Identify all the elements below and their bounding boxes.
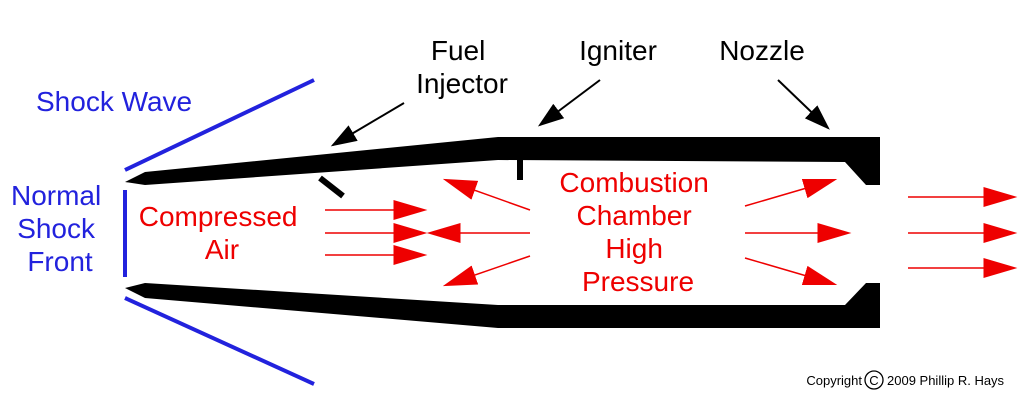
copyright-notice: Copyright C 2009 Phillip R. Hays bbox=[806, 370, 1005, 390]
nozzle-pointer bbox=[777, 79, 830, 130]
engine-body bbox=[125, 137, 880, 328]
combustion-chamber-label: Combustion Chamber High Pressure bbox=[559, 167, 716, 297]
fuel-injector-label: Fuel Injector bbox=[416, 35, 508, 99]
flow-arrows bbox=[325, 178, 1018, 287]
igniter-stub bbox=[517, 160, 523, 180]
fuel-injector-pointer bbox=[330, 102, 405, 147]
fuel-injector-rod bbox=[318, 175, 345, 199]
nozzle-label: Nozzle bbox=[719, 35, 805, 66]
shock-lines bbox=[123, 78, 315, 386]
igniter-pointer bbox=[537, 79, 601, 127]
exhaust-internal-arrow-down bbox=[744, 257, 838, 286]
lower-wall bbox=[125, 283, 880, 328]
copyright-symbol-ring bbox=[864, 370, 884, 390]
copyright-symbol: C bbox=[869, 373, 878, 388]
shock-wave-upper-line bbox=[124, 78, 315, 172]
shock-wave-lower-line bbox=[124, 296, 315, 386]
normal-shock-front-label: Normal Shock Front bbox=[11, 180, 109, 277]
copyright-prefix: Copyright bbox=[806, 373, 862, 388]
pointer-arrows bbox=[330, 79, 830, 147]
compressed-air-label: Compressed Air bbox=[139, 201, 306, 265]
shock-wave-label: Shock Wave bbox=[36, 86, 192, 117]
exhaust-internal-arrow-up bbox=[744, 178, 838, 207]
upper-wall bbox=[125, 137, 880, 185]
copyright-text: 2009 Phillip R. Hays bbox=[887, 373, 1005, 388]
back-pressure-arrow-up bbox=[442, 178, 531, 211]
igniter-label: Igniter bbox=[579, 35, 657, 66]
back-pressure-arrow-down bbox=[442, 255, 531, 287]
